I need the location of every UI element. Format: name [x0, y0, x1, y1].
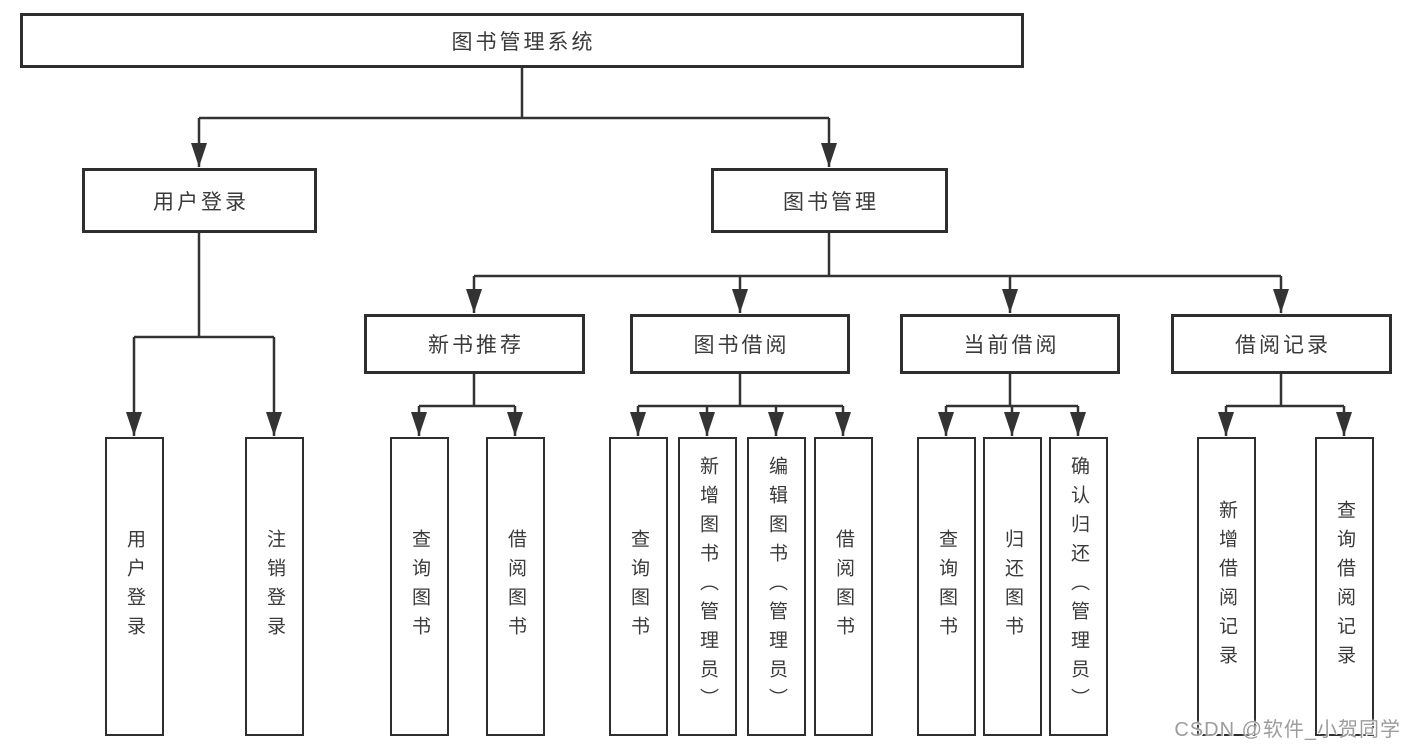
arrowheads: [126, 143, 1352, 436]
leaf-borrow-books-recommend: 借阅图书: [486, 437, 545, 736]
node-user-login: 用户登录: [82, 168, 317, 233]
leaf-borrow-books: 借阅图书: [814, 437, 873, 736]
leaf-user-login: 用户登录: [105, 437, 164, 736]
leaf-add-book-admin: 新增图书（管理员）: [678, 437, 737, 736]
node-borrowing-records: 借阅记录: [1171, 314, 1392, 374]
node-book-borrowing: 图书借阅: [630, 314, 850, 374]
leaf-search-books-borrowing: 查询图书: [609, 437, 668, 736]
leaf-confirm-return-admin: 确认归还（管理员）: [1049, 437, 1108, 736]
leaf-edit-book-admin: 编辑图书（管理员）: [747, 437, 806, 736]
leaf-search-books-current: 查询图书: [917, 437, 976, 736]
leaf-logout: 注销登录: [245, 437, 304, 736]
csdn-watermark: CSDN @软件_小贺同学: [1174, 719, 1401, 741]
leaf-add-borrow-record: 新增借阅记录: [1197, 437, 1256, 736]
node-current-borrowing: 当前借阅: [900, 314, 1120, 374]
tree-edges: [132, 68, 1346, 436]
node-new-book-recommendation: 新书推荐: [364, 314, 585, 374]
leaf-search-borrow-record: 查询借阅记录: [1315, 437, 1374, 736]
node-book-management: 图书管理: [711, 168, 948, 233]
node-library-management-system: 图书管理系统: [20, 13, 1024, 68]
leaf-search-books-recommend: 查询图书: [390, 437, 449, 736]
leaf-return-books: 归还图书: [983, 437, 1042, 736]
